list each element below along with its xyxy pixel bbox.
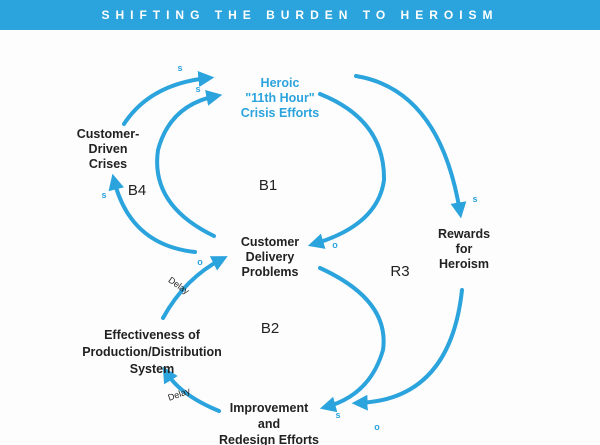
svg-text:Customer-: Customer- xyxy=(77,127,140,141)
loop-label-b1: B1 xyxy=(259,177,277,194)
svg-text:Crises: Crises xyxy=(89,157,127,171)
svg-text:Delivery: Delivery xyxy=(246,250,295,264)
arrow-heroic-to-delivery xyxy=(307,92,387,249)
loop-label-b4: B4 xyxy=(128,182,146,199)
arrow-crises-to-heroic xyxy=(122,71,215,126)
arrow-delivery-to-heroic xyxy=(155,89,223,238)
polarity-s: s xyxy=(177,63,182,73)
node-heroic-crisis-efforts: Heroic "11th Hour" Crisis Efforts xyxy=(241,76,320,120)
polarity-o: o xyxy=(374,422,380,432)
polarity-s: s xyxy=(101,190,106,200)
svg-text:and: and xyxy=(258,417,280,431)
node-improvement-and-redesign: Improvement and Redesign Efforts xyxy=(219,401,319,445)
svg-text:for: for xyxy=(456,242,473,256)
svg-text:Heroism: Heroism xyxy=(439,257,489,271)
svg-text:Customer: Customer xyxy=(241,235,299,249)
svg-text:Redesign Efforts: Redesign Efforts xyxy=(219,433,319,445)
arrow-effectiveness-to-delivery xyxy=(161,256,228,320)
node-customer-driven-crises: Customer- Driven Crises xyxy=(77,127,140,171)
polarity-s: s xyxy=(472,194,477,204)
arrow-heroic-to-rewards xyxy=(354,74,467,219)
svg-text:Rewards: Rewards xyxy=(438,227,490,241)
node-effectiveness-of-system: Effectiveness of Production/Distribution… xyxy=(82,328,222,376)
polarity-o: o xyxy=(332,240,338,250)
svg-text:Driven: Driven xyxy=(89,142,128,156)
polarity-s: s xyxy=(195,84,200,94)
arrow-improvement-to-effectiveness xyxy=(162,366,221,413)
loop-label-b2: B2 xyxy=(261,320,279,337)
svg-text:Effectiveness of: Effectiveness of xyxy=(104,328,201,342)
polarity-s: s xyxy=(335,410,340,420)
arrow-delivery-to-improvement xyxy=(318,266,386,413)
arrow-delivery-to-crises xyxy=(108,173,197,254)
arrow-rewards-to-improvement xyxy=(351,288,464,411)
diagram-title: SHIFTING THE BURDEN TO HEROISM xyxy=(0,0,600,30)
svg-text:Crisis Efforts: Crisis Efforts xyxy=(241,106,320,120)
svg-text:Heroic: Heroic xyxy=(261,76,300,90)
svg-text:System: System xyxy=(130,362,174,376)
delay-label: Delay xyxy=(166,385,192,402)
svg-text:Improvement: Improvement xyxy=(230,401,309,415)
polarity-o: o xyxy=(197,257,203,267)
node-customer-delivery-problems: Customer Delivery Problems xyxy=(241,235,299,279)
svg-text:"11th Hour": "11th Hour" xyxy=(245,91,315,105)
loop-label-r3: R3 xyxy=(390,263,409,280)
svg-text:Production/Distribution: Production/Distribution xyxy=(82,345,222,359)
svg-text:Problems: Problems xyxy=(242,265,299,279)
node-rewards-for-heroism: Rewards for Heroism xyxy=(438,227,490,271)
